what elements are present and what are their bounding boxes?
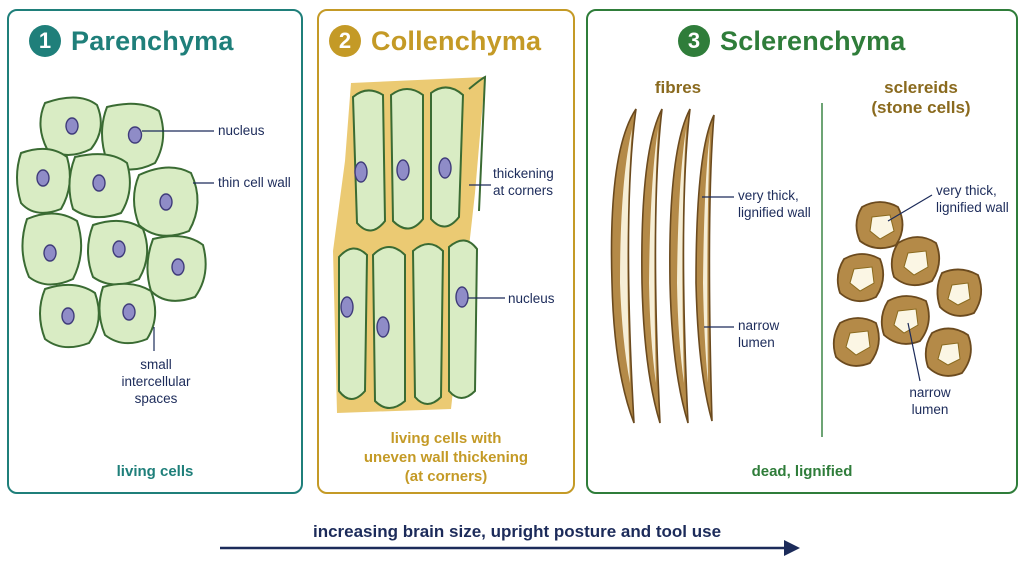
fibres-lumen-label: narrow lumen	[738, 318, 780, 350]
nucleus-label: nucleus	[508, 291, 555, 306]
sclereids-wall-label: very thick, lignified wall	[936, 183, 1009, 215]
parenchyma-title: 1 Parenchyma	[29, 25, 234, 57]
sclerenchyma-panel: 3 Sclerenchyma fibres sclereids (stone c…	[586, 9, 1018, 494]
number-badge: 3	[678, 25, 710, 57]
fibres-heading: fibres	[654, 78, 702, 97]
thickening-at-corners-label: thickening at corners	[493, 166, 554, 198]
sclereids-heading: sclereids (stone cells)	[871, 78, 971, 117]
sclerenchyma-cells-illustration	[610, 103, 983, 437]
sclereids-lumen-label: narrow lumen	[909, 385, 951, 417]
number-badge: 2	[329, 25, 361, 57]
parenchyma-cells-illustration	[16, 96, 214, 351]
panel-title: Sclerenchyma	[720, 25, 906, 56]
panel-title: Collenchyma	[371, 25, 542, 56]
thin-cell-wall-label: thin cell wall	[218, 175, 291, 190]
collenchyma-footer: living cells with uneven wall thickening…	[363, 430, 529, 485]
nucleus-label: nucleus	[218, 123, 265, 138]
sclerenchyma-footer: dead, lignified	[751, 463, 853, 480]
collenchyma-cells-illustration	[333, 75, 505, 413]
parenchyma-footer: living cells	[116, 463, 194, 480]
sclerenchyma-title: 3 Sclerenchyma	[678, 25, 906, 57]
trend-label: increasing brain size, upright posture a…	[312, 522, 722, 541]
number-badge: 1	[29, 25, 61, 57]
fibres-wall-label: very thick, lignified wall	[738, 188, 811, 220]
panel-title: Parenchyma	[71, 25, 234, 56]
collenchyma-panel: 2 Collenchyma thickening at corners	[317, 9, 575, 494]
parenchyma-panel: 1 Parenchyma	[7, 9, 303, 494]
intercellular-spaces-label: small intercellular spaces	[121, 357, 191, 406]
collenchyma-title: 2 Collenchyma	[329, 25, 541, 57]
